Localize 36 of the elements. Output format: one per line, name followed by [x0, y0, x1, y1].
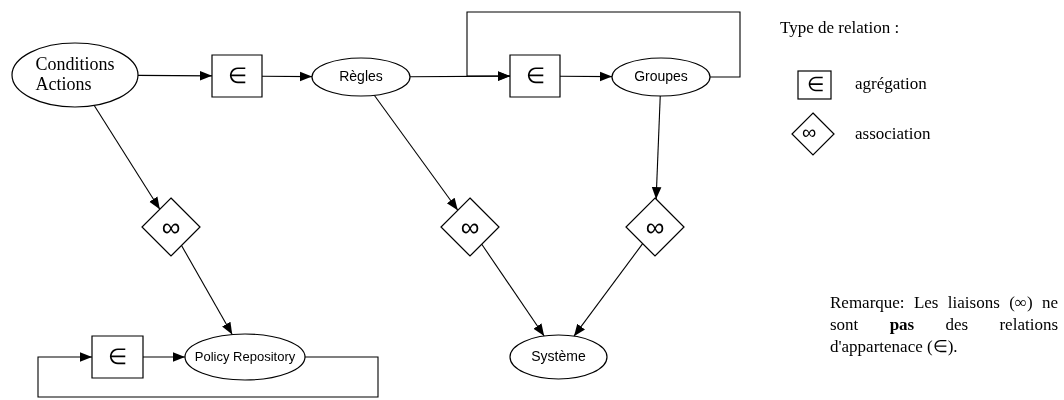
arrow: [481, 243, 545, 337]
ellipse-node: [510, 335, 607, 379]
association-diamond: [142, 198, 200, 256]
legend-title: Type de relation :: [780, 18, 900, 38]
legend-symbol: ∞: [802, 121, 817, 144]
node-label: Groupes: [634, 69, 688, 85]
arrow: [373, 94, 459, 211]
arrow: [180, 244, 233, 336]
arrow: [466, 11, 741, 81]
node-label: ∈: [525, 63, 545, 89]
node-label: ∈: [108, 344, 127, 370]
node-label: Règles: [339, 69, 383, 85]
aggregation-box: [510, 55, 560, 97]
arrow: [573, 243, 644, 337]
ellipse-node: [612, 58, 710, 96]
node-label: ∞: [161, 212, 181, 242]
association-diamond: [441, 198, 499, 256]
arrow: [651, 95, 662, 200]
node-label: Policy Repository: [194, 349, 296, 365]
legend-symbol: ∈: [807, 72, 824, 96]
ellipse-node: [312, 58, 410, 96]
note-text: Remarque: Les liaisons (∞) ne sont pas des relations d'appartenace (∈).: [830, 292, 1058, 359]
association-diamond: [626, 198, 684, 256]
aggregation-box: [92, 336, 143, 378]
arrow: [37, 352, 379, 398]
node-label: ∞: [645, 212, 665, 242]
aggregation-box: [212, 55, 262, 97]
arrow: [93, 104, 161, 210]
node-label: ∞: [460, 212, 480, 242]
ellipse-node: [185, 334, 305, 380]
node-label: Conditions Actions: [35, 55, 115, 95]
legend-text: agrégation: [855, 74, 927, 94]
node-label: Système: [531, 349, 586, 365]
ellipse-node: [12, 43, 138, 107]
node-label: ∈: [227, 63, 247, 89]
legend-text: association: [855, 124, 931, 144]
